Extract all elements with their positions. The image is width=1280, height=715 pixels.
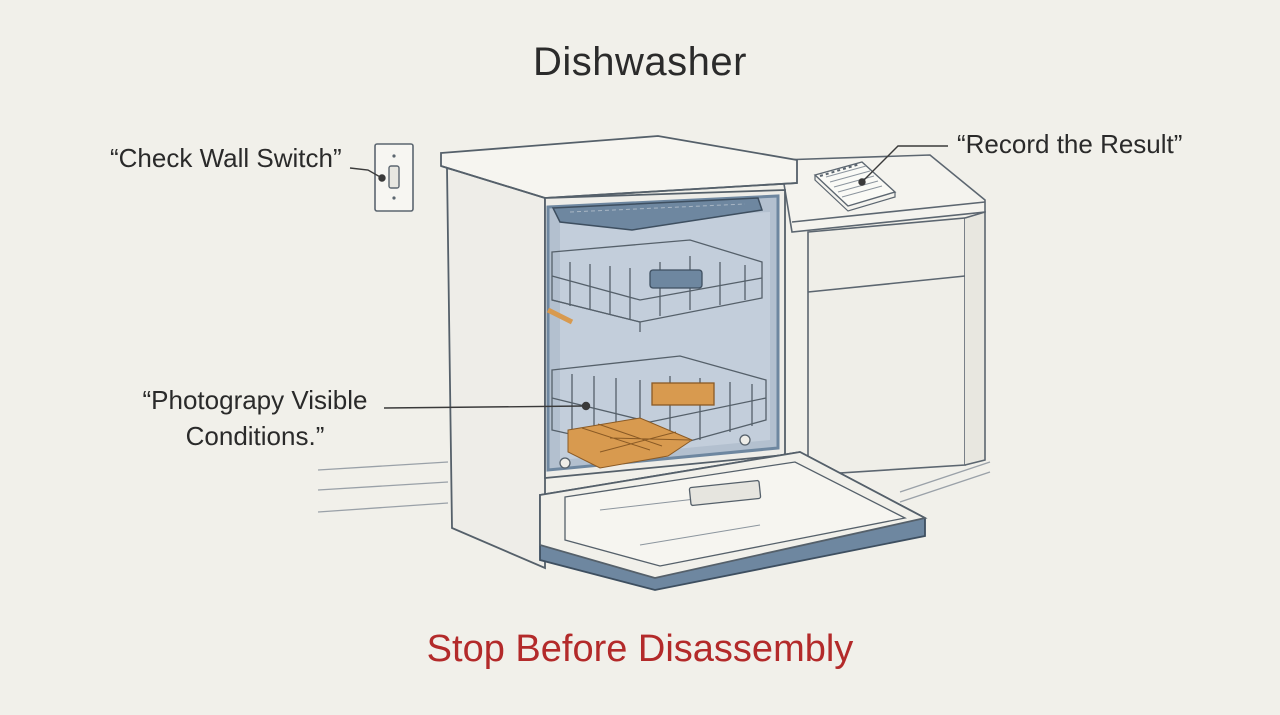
leader-dot-photo — [581, 401, 591, 411]
kitchen-counter — [779, 154, 986, 476]
warning-text: Stop Before Disassembly — [426, 628, 854, 670]
leader-wall-switch — [349, 167, 383, 179]
callout-record-result: “Record the Result” — [957, 129, 1183, 159]
callout-check-wall-switch: “Check Wall Switch” — [110, 143, 342, 173]
diagram-title: Dishwasher — [533, 40, 747, 84]
upper-spray-arm — [551, 197, 763, 231]
open-door — [539, 451, 928, 591]
leader-record — [861, 145, 948, 183]
leader-photograph — [383, 405, 586, 409]
notepad-icon — [813, 161, 897, 212]
leader-dot-switch — [378, 174, 386, 182]
utensils — [567, 417, 694, 469]
wall-switch-icon — [374, 143, 414, 212]
leader-dot-record — [858, 178, 866, 186]
leader-lines — [349, 145, 948, 411]
upper-rack — [546, 239, 763, 332]
floor-lines — [317, 461, 991, 513]
callout-photograph-line2: Conditions.” — [185, 421, 325, 451]
callout-photograph-line1: “Photograpy Visible — [142, 385, 368, 415]
callout-photograph-conditions: “Photograpy Visible Conditions.” — [100, 382, 410, 454]
